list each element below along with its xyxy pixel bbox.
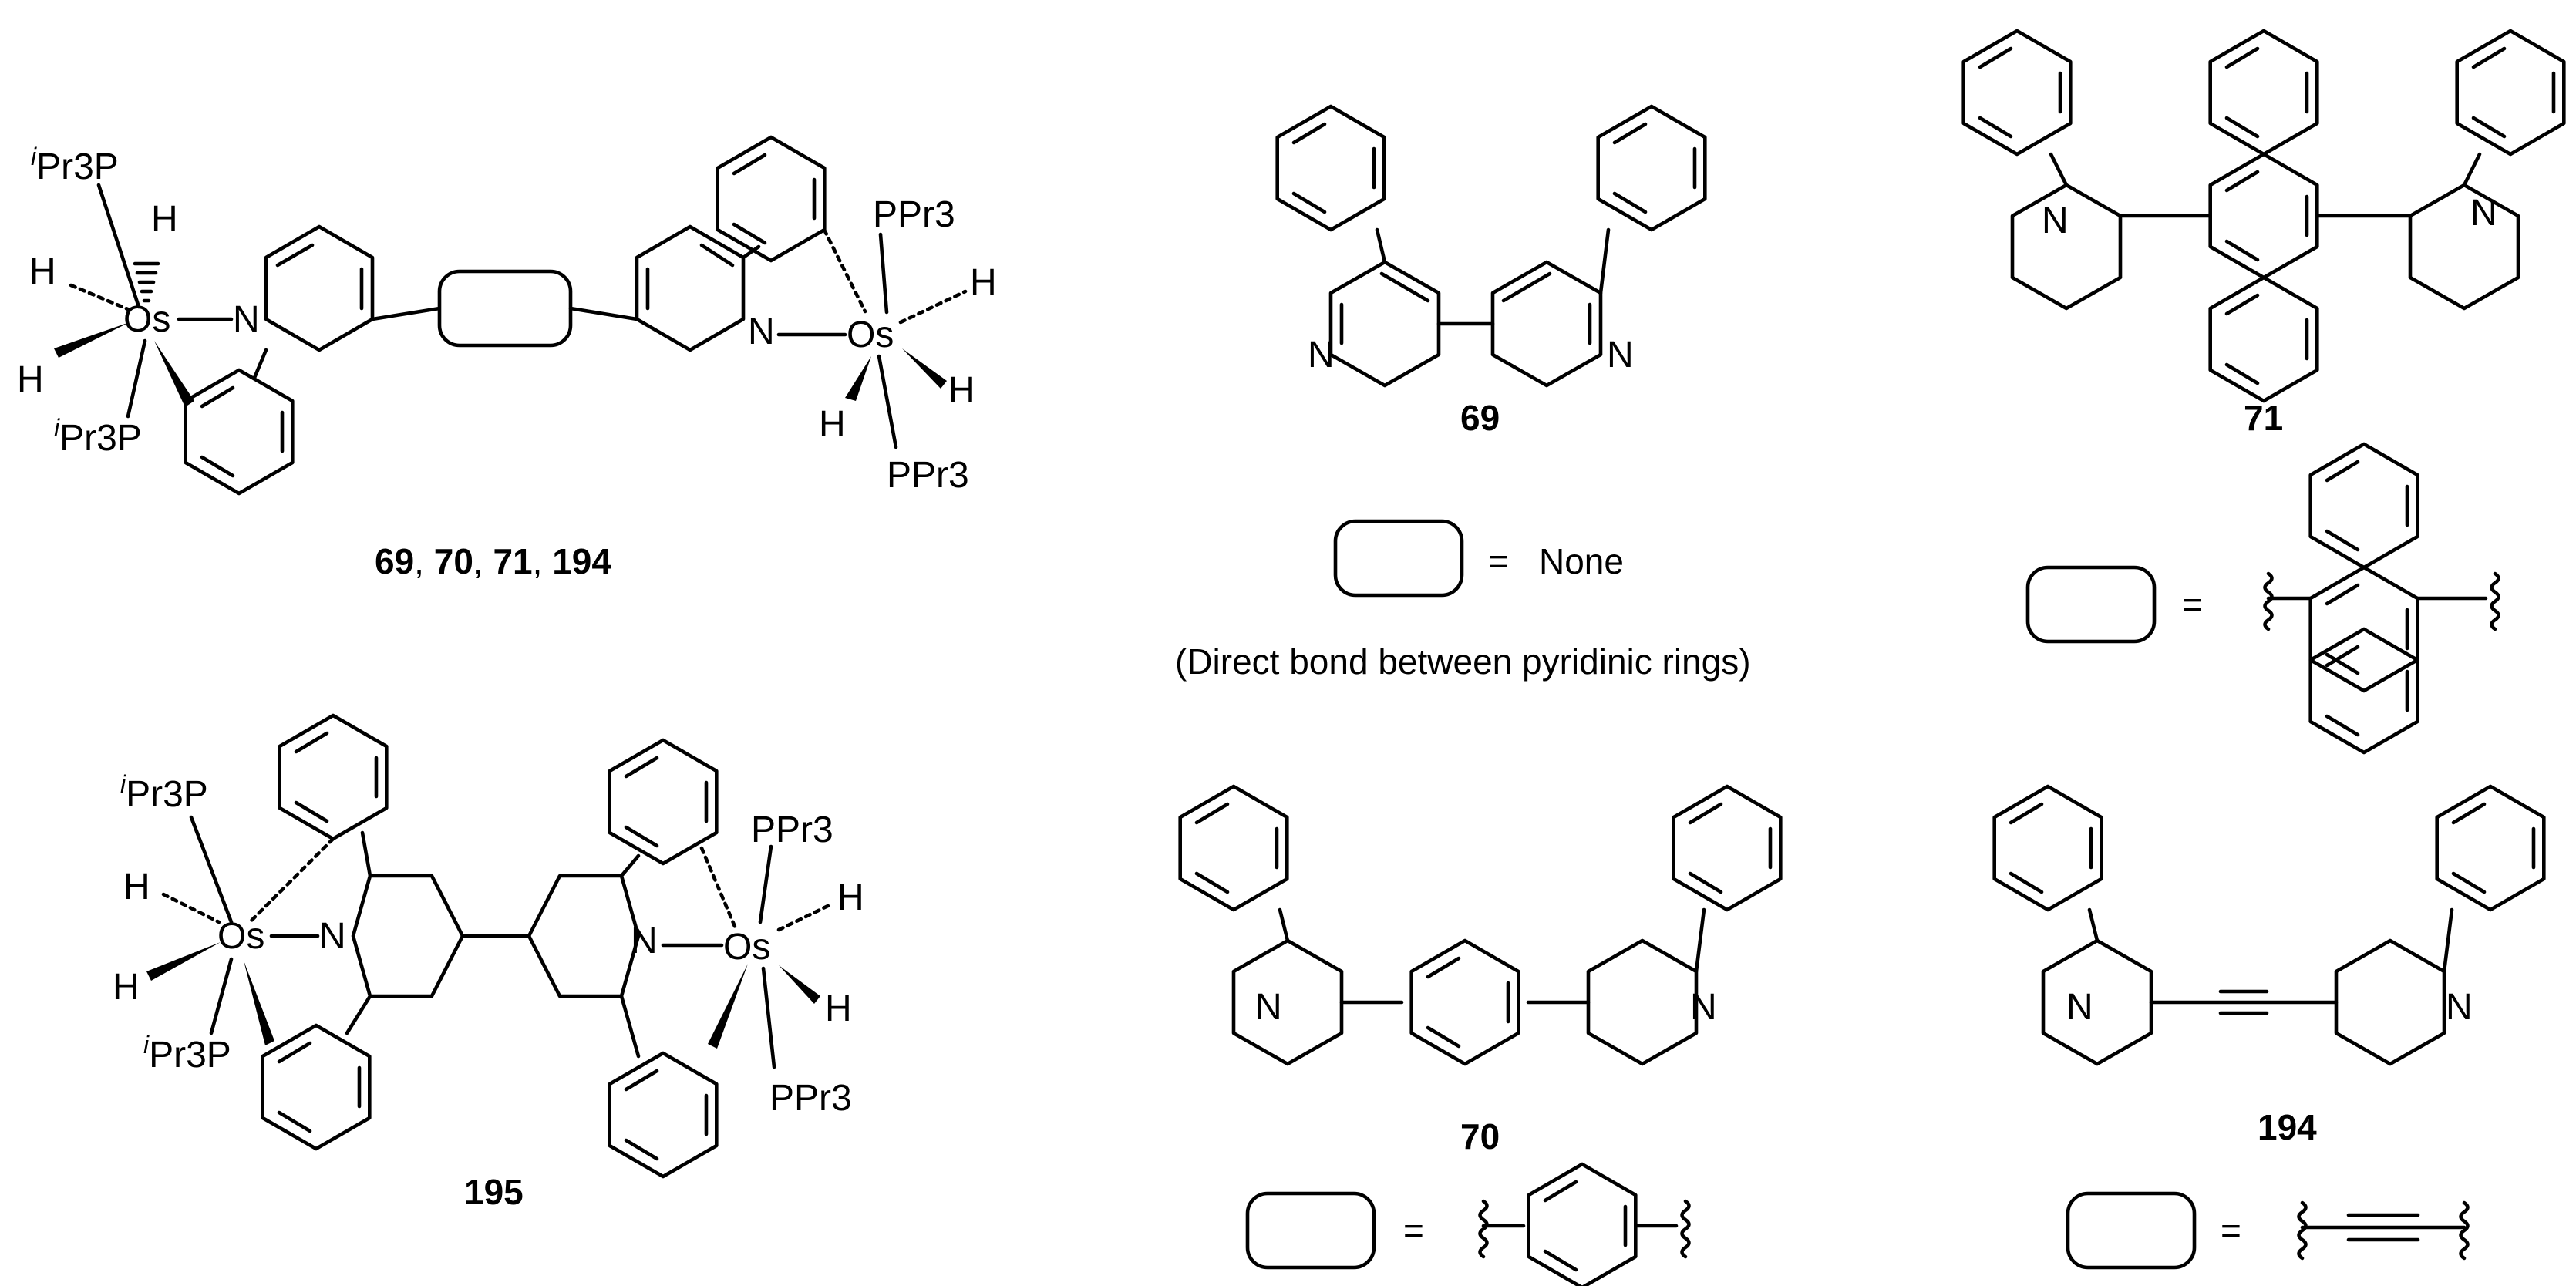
phosphine-ligand: PPr3 bbox=[769, 1078, 852, 1119]
hydride: H bbox=[29, 251, 56, 292]
equals-sign: = bbox=[2182, 584, 2203, 624]
phosphine-ligand: PPr3 bbox=[887, 455, 969, 496]
nitrogen-atom: N bbox=[1690, 987, 1717, 1028]
nitrogen-atom: N bbox=[1255, 987, 1282, 1028]
compound-number-194: 194 bbox=[2258, 1107, 2317, 1147]
hydride: H bbox=[948, 370, 975, 411]
spacer-box bbox=[2025, 565, 2157, 644]
generic-dinuclear-complex: Os H H H iPr3P iPr3P N bbox=[17, 137, 997, 496]
hydride: H bbox=[151, 199, 178, 240]
nitrogen-atom: N bbox=[1308, 335, 1335, 375]
os-atom: Os bbox=[217, 916, 264, 957]
os-atom: Os bbox=[123, 299, 170, 340]
compound-number-71: 71 bbox=[2244, 398, 2283, 438]
spacer-box bbox=[1333, 519, 1464, 598]
hydride: H bbox=[825, 988, 852, 1029]
nitrogen-atom: N bbox=[319, 916, 346, 957]
compound-number-195: 195 bbox=[464, 1172, 524, 1212]
nitrogen-atom: N bbox=[2470, 193, 2497, 234]
ligand-194: N N bbox=[1995, 786, 2544, 1066]
ligand-70: N N bbox=[1180, 786, 1781, 1066]
compound-caption-generic: 69, 70, 71, 194 bbox=[375, 541, 611, 581]
compound-number-69: 69 bbox=[1460, 398, 1500, 438]
phenylene-spacer bbox=[1480, 1164, 1689, 1286]
hydride: H bbox=[123, 867, 150, 907]
phosphine-ligand: iPr3P bbox=[31, 143, 119, 187]
hydride: H bbox=[819, 404, 846, 445]
complex-195: Os iPr3P H H iPr3P N N Os PPr3 bbox=[113, 715, 864, 1177]
spacer-box bbox=[1245, 1191, 1376, 1270]
compound-number-70: 70 bbox=[1460, 1116, 1500, 1156]
equals-sign: = bbox=[1488, 541, 1509, 581]
nitrogen-atom: N bbox=[233, 299, 260, 340]
ligand-69: N N bbox=[1278, 106, 1706, 388]
nitrogen-atom: N bbox=[2446, 987, 2473, 1028]
ethynyl-spacer bbox=[2299, 1203, 2468, 1258]
nitrogen-atom: N bbox=[2042, 200, 2069, 241]
phosphine-ligand: iPr3P bbox=[54, 414, 142, 459]
equals-sign: = bbox=[1403, 1210, 1424, 1251]
nitrogen-atom: N bbox=[1607, 335, 1634, 375]
nitrogen-atom: N bbox=[748, 311, 775, 352]
nitrogen-atom: N bbox=[2066, 987, 2093, 1028]
spacer-none: None bbox=[1539, 541, 1624, 581]
phosphine-ligand: PPr3 bbox=[751, 810, 833, 850]
nitrogen-atom: N bbox=[631, 921, 658, 961]
phosphine-ligand: PPr3 bbox=[873, 194, 955, 235]
spacer-note: (Direct bond between pyridinic rings) bbox=[1175, 641, 1751, 682]
hydride: H bbox=[113, 967, 140, 1008]
ligand-71: N N bbox=[1964, 31, 2564, 401]
spacer-box bbox=[2066, 1191, 2197, 1270]
phosphine-ligand: iPr3P bbox=[120, 770, 208, 815]
hydride: H bbox=[17, 359, 44, 400]
phosphine-ligand: iPr3P bbox=[143, 1031, 231, 1076]
anthracenyl-spacer bbox=[2265, 444, 2499, 752]
os-atom: Os bbox=[723, 927, 770, 968]
hydride: H bbox=[837, 877, 864, 918]
equals-sign: = bbox=[2221, 1210, 2241, 1251]
os-atom: Os bbox=[847, 315, 894, 355]
hydride: H bbox=[970, 262, 997, 303]
